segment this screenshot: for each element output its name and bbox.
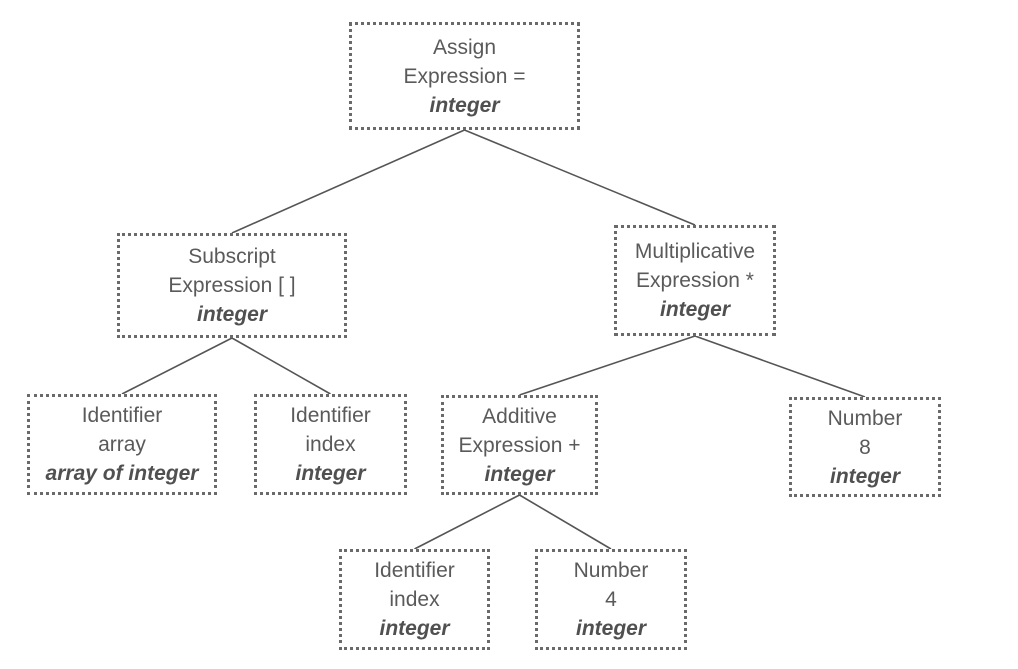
node-label-line1: Subscript (188, 245, 276, 268)
node-type: integer (295, 462, 366, 485)
edge-subscript-to-identifier_array (121, 337, 233, 395)
node-type: integer (659, 298, 730, 321)
node-label-line1: Identifier (290, 404, 371, 427)
node-identifier-index-lower: Identifier index integer (339, 549, 490, 650)
node-label-line1: Identifier (81, 404, 163, 427)
edge-additive-to-identifier_index_bottom (414, 494, 520, 550)
node-number-4: Number 4 integer (535, 549, 687, 650)
node-identifier-index: Identifier index integer (254, 394, 407, 495)
node-type: integer (575, 617, 646, 640)
node-label-line2: Expression [ ] (168, 274, 296, 297)
node-subscript-expression: Subscript Expression [ ] integer (117, 233, 347, 338)
node-type: array of integer (45, 462, 199, 485)
node-label-line2: array (98, 433, 146, 456)
node-type: integer (829, 464, 900, 488)
node-multiplicative-expression: Multiplicative Expression * integer (614, 225, 776, 336)
node-type: integer (196, 303, 267, 326)
node-label-line1: Assign (432, 35, 497, 59)
node-label-line2: index (305, 433, 356, 456)
edge-multiplicative-to-additive (519, 335, 696, 396)
node-label-line1: Identifier (374, 559, 455, 582)
node-label-line1: Additive (482, 404, 557, 428)
node-label-line2: 8 (859, 435, 871, 459)
edge-multiplicative-to-number_8 (694, 335, 866, 398)
edge-additive-to-number_4 (519, 494, 612, 550)
node-label-line1: Number (827, 406, 903, 430)
node-label-line2: Expression * (636, 269, 754, 292)
edge-assign-to-multiplicative (464, 129, 696, 226)
node-label-line1: Multiplicative (634, 240, 756, 263)
edge-assign-to-subscript (231, 129, 465, 234)
node-type: integer (484, 462, 555, 486)
node-label-line2: Expression + (458, 433, 581, 457)
node-label-line2: Expression = (403, 64, 526, 88)
node-type: integer (429, 93, 500, 117)
node-identifier-array: Identifier array array of integer (27, 394, 217, 495)
node-label-line1: Number (573, 559, 649, 582)
node-label-line2: index (389, 588, 440, 611)
node-label-line2: 4 (605, 588, 617, 611)
node-number-8: Number 8 integer (789, 397, 941, 497)
node-additive-expression: Additive Expression + integer (441, 395, 598, 495)
node-type: integer (379, 617, 450, 640)
node-assign-expression: Assign Expression = integer (349, 22, 580, 130)
edge-subscript-to-identifier_index_left (231, 337, 331, 395)
